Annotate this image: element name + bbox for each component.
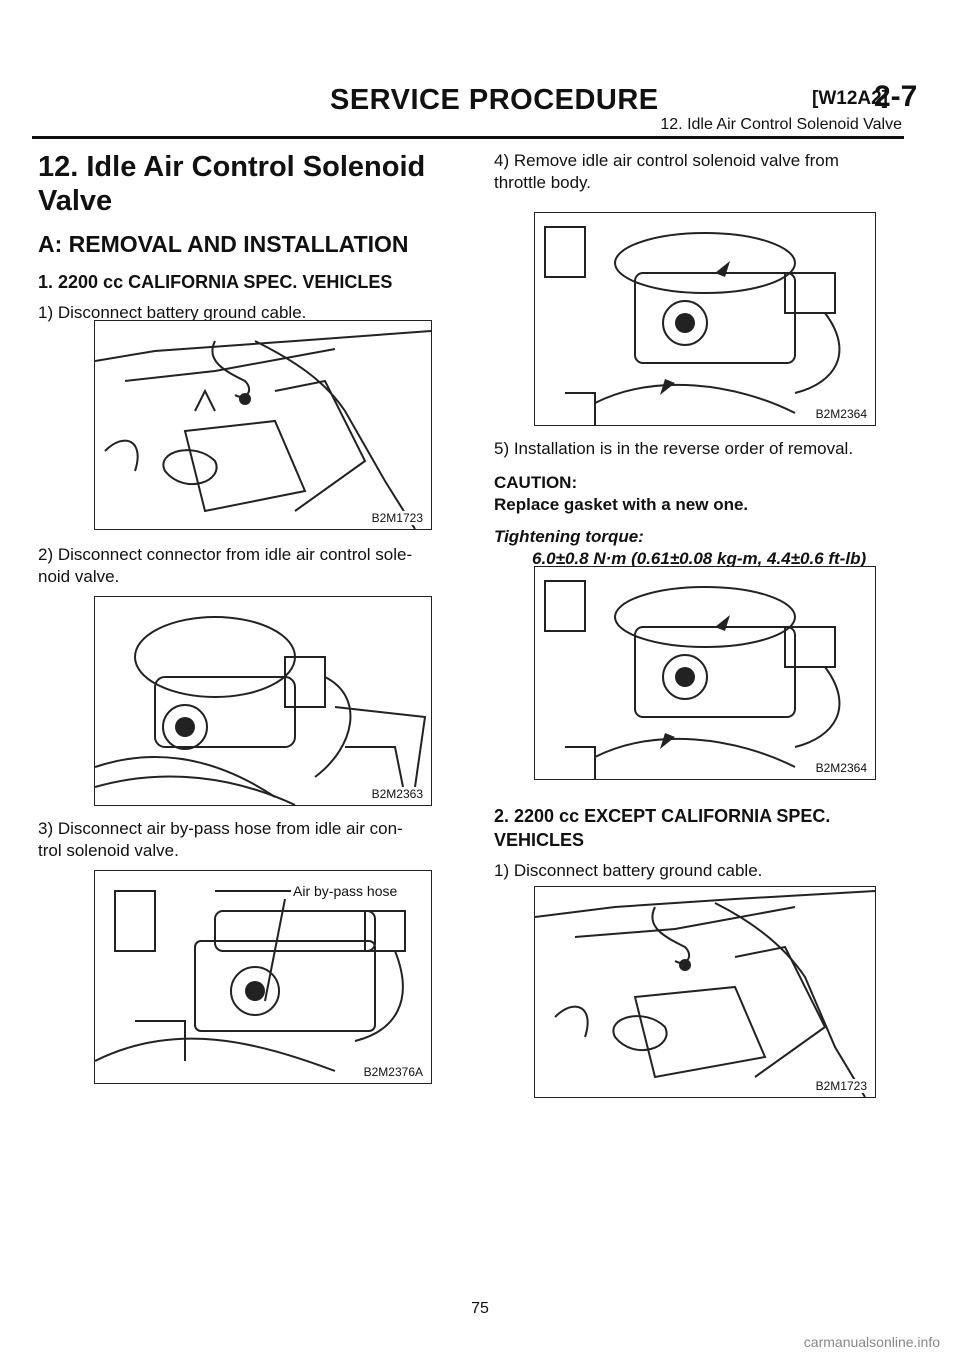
step-3-line1: 3) Disconnect air by-pass hose from idle… <box>38 819 403 838</box>
california-subheading: 1. 2200 cc CALIFORNIA SPEC. VEHICLES <box>38 272 393 292</box>
left-column: 12. Idle Air Control Solenoid Valve A: R… <box>38 150 442 324</box>
section-number: 2-7 <box>874 80 918 113</box>
caution-text: Replace gasket with a new one. <box>494 495 749 514</box>
figure-air-bypass-hose: Air by-pass hose B2M2376A <box>94 870 432 1084</box>
header-rule <box>32 136 904 139</box>
right-column: 4) Remove idle air control solenoid valv… <box>494 150 904 194</box>
section-subtitle: 12. Idle Air Control Solenoid Valve <box>660 116 902 133</box>
step-3-line2: trol solenoid valve. <box>38 841 179 860</box>
step-2: 2) Disconnect connector from idle air co… <box>38 544 442 588</box>
chapter-title-line2: Valve <box>38 185 113 217</box>
except-california-block: 2. 2200 cc EXCEPT CALIFORNIA SPEC. VEHIC… <box>494 804 904 882</box>
figure-code: B2M1723 <box>813 1079 869 1093</box>
figure-remove-valve: B2M2364 <box>534 212 876 426</box>
step-1: 1) Disconnect battery ground cable. <box>38 303 307 322</box>
step-4: 4) Remove idle air control solenoid valv… <box>494 150 904 194</box>
figure-connector: B2M2363 <box>94 596 432 806</box>
figure-code: B2M1723 <box>369 511 425 525</box>
step-3-block: 3) Disconnect air by-pass hose from idle… <box>38 818 442 862</box>
page-number: 75 <box>471 1300 489 1317</box>
figure-install-valve: B2M2364 <box>534 566 876 780</box>
torque-value: 6.0±0.8 N·m (0.61±0.08 kg-m, 4.4±0.6 ft-… <box>532 549 867 568</box>
subheading-line2: VEHICLES <box>494 830 585 850</box>
step-2-line2: noid valve. <box>38 567 120 586</box>
figure-battery-cable-2: B2M1723 <box>534 886 876 1098</box>
section-code: [W12A2] <box>812 88 889 109</box>
except-california-subheading: 2. 2200 cc EXCEPT CALIFORNIA SPEC. VEHIC… <box>494 804 904 852</box>
figure-code: B2M2364 <box>813 407 869 421</box>
figure-battery-cable: B2M1723 <box>94 320 432 530</box>
step-2-line1: 2) Disconnect connector from idle air co… <box>38 545 413 564</box>
watermark: carmanualsonline.info <box>803 1334 940 1350</box>
step-4-line2: throttle body. <box>494 173 592 192</box>
step-5: 5) Installation is in the reverse order … <box>494 439 854 458</box>
air-bypass-hose-label: Air by-pass hose <box>291 883 400 899</box>
chapter-title-line1: 12. Idle Air Control Solenoid <box>38 151 426 183</box>
section-title: SERVICE PROCEDURE <box>330 84 659 116</box>
figure-code: B2M2363 <box>369 787 425 801</box>
figure-code: B2M2364 <box>813 761 869 775</box>
step-4-line1: 4) Remove idle air control solenoid valv… <box>494 151 839 170</box>
chapter-title: 12. Idle Air Control Solenoid Valve <box>38 150 442 218</box>
subheading-line1: 2. 2200 cc EXCEPT CALIFORNIA SPEC. <box>494 806 831 826</box>
step-2-block: 2) Disconnect connector from idle air co… <box>38 544 442 588</box>
step-3: 3) Disconnect air by-pass hose from idle… <box>38 818 442 862</box>
step-1-except: 1) Disconnect battery ground cable. <box>494 861 763 880</box>
torque-label: Tightening torque: <box>494 527 644 546</box>
figure-code: B2M2376A <box>361 1065 425 1079</box>
removal-heading: A: REMOVAL AND INSTALLATION <box>38 231 409 257</box>
right-middle-block: 5) Installation is in the reverse order … <box>494 438 904 570</box>
caution-label: CAUTION: <box>494 473 578 492</box>
